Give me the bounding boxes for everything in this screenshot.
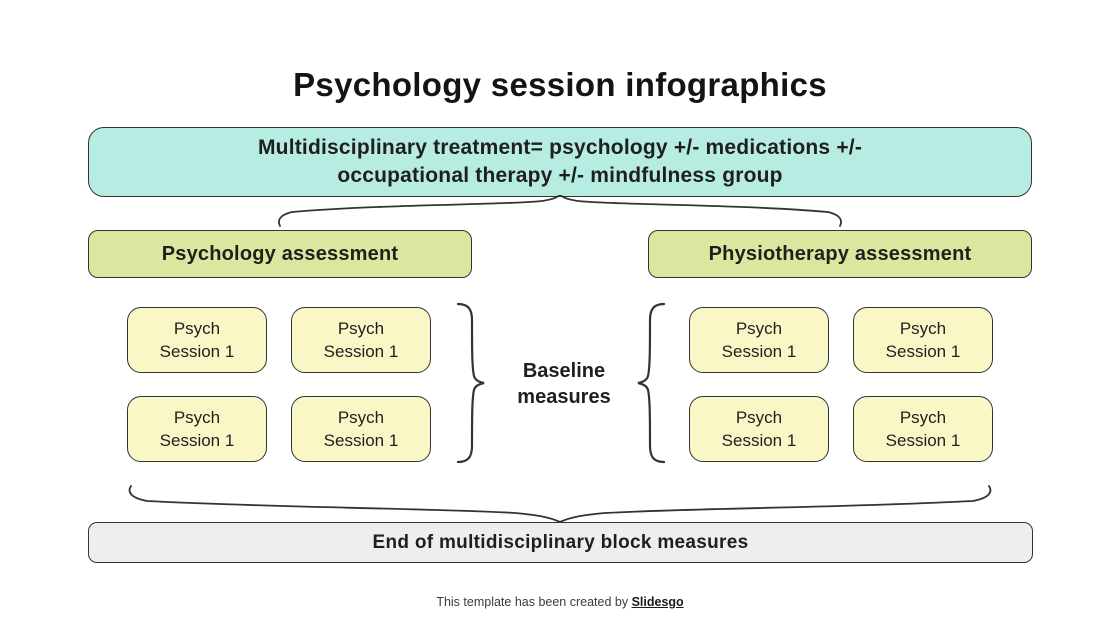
assessment-box-physiotherapy: Physiotherapy assessment — [648, 230, 1032, 278]
session-label: Session 1 — [885, 342, 961, 361]
footer-credit: This template has been created by Slides… — [0, 595, 1120, 609]
assessment-label-psychology: Psychology assessment — [161, 242, 399, 265]
session-label: Psych — [173, 319, 221, 338]
right-curly-brace — [634, 302, 670, 464]
session-label: Session 1 — [323, 342, 399, 361]
session-label: Session 1 — [323, 431, 399, 450]
session-label: Psych — [337, 319, 385, 338]
footer-text: This template has been created by — [436, 595, 629, 609]
session-box-left-4: Psych Session 1 — [291, 396, 431, 462]
session-box-right-3: Psych Session 1 — [689, 396, 829, 462]
baseline-measures-label: Baseline measures — [485, 358, 643, 410]
session-label: Session 1 — [885, 431, 961, 450]
session-label: Psych — [735, 408, 783, 427]
session-label: Session 1 — [721, 431, 797, 450]
treatment-line-2: occupational therapy +/- mindfulness gro… — [337, 164, 783, 187]
session-label: Session 1 — [159, 431, 235, 450]
session-box-right-1: Psych Session 1 — [689, 307, 829, 373]
top-split-brace — [276, 195, 844, 228]
session-box-left-1: Psych Session 1 — [127, 307, 267, 373]
session-label: Psych — [899, 319, 947, 338]
baseline-line-1: Baseline — [522, 360, 606, 382]
treatment-box: Multidisciplinary treatment= psychology … — [88, 127, 1032, 197]
baseline-line-2: measures — [517, 386, 611, 408]
session-box-right-2: Psych Session 1 — [853, 307, 993, 373]
session-label: Session 1 — [721, 342, 797, 361]
treatment-line-1: Multidisciplinary treatment= psychology … — [257, 136, 863, 159]
assessment-box-psychology: Psychology assessment — [88, 230, 472, 278]
session-label: Psych — [173, 408, 221, 427]
session-label: Session 1 — [159, 342, 235, 361]
slidesgo-link[interactable]: Slidesgo — [631, 595, 684, 609]
end-block-box: End of multidisciplinary block measures — [88, 522, 1033, 563]
left-curly-brace — [452, 302, 488, 464]
session-label: Psych — [735, 319, 783, 338]
page-title: Psychology session infographics — [293, 66, 827, 103]
bottom-gather-brace — [125, 484, 995, 522]
assessment-label-physiotherapy: Physiotherapy assessment — [708, 242, 972, 265]
session-label: Psych — [899, 408, 947, 427]
session-label: Psych — [337, 408, 385, 427]
session-box-left-2: Psych Session 1 — [291, 307, 431, 373]
end-block-label: End of multidisciplinary block measures — [372, 531, 749, 553]
session-box-left-3: Psych Session 1 — [127, 396, 267, 462]
session-box-right-4: Psych Session 1 — [853, 396, 993, 462]
